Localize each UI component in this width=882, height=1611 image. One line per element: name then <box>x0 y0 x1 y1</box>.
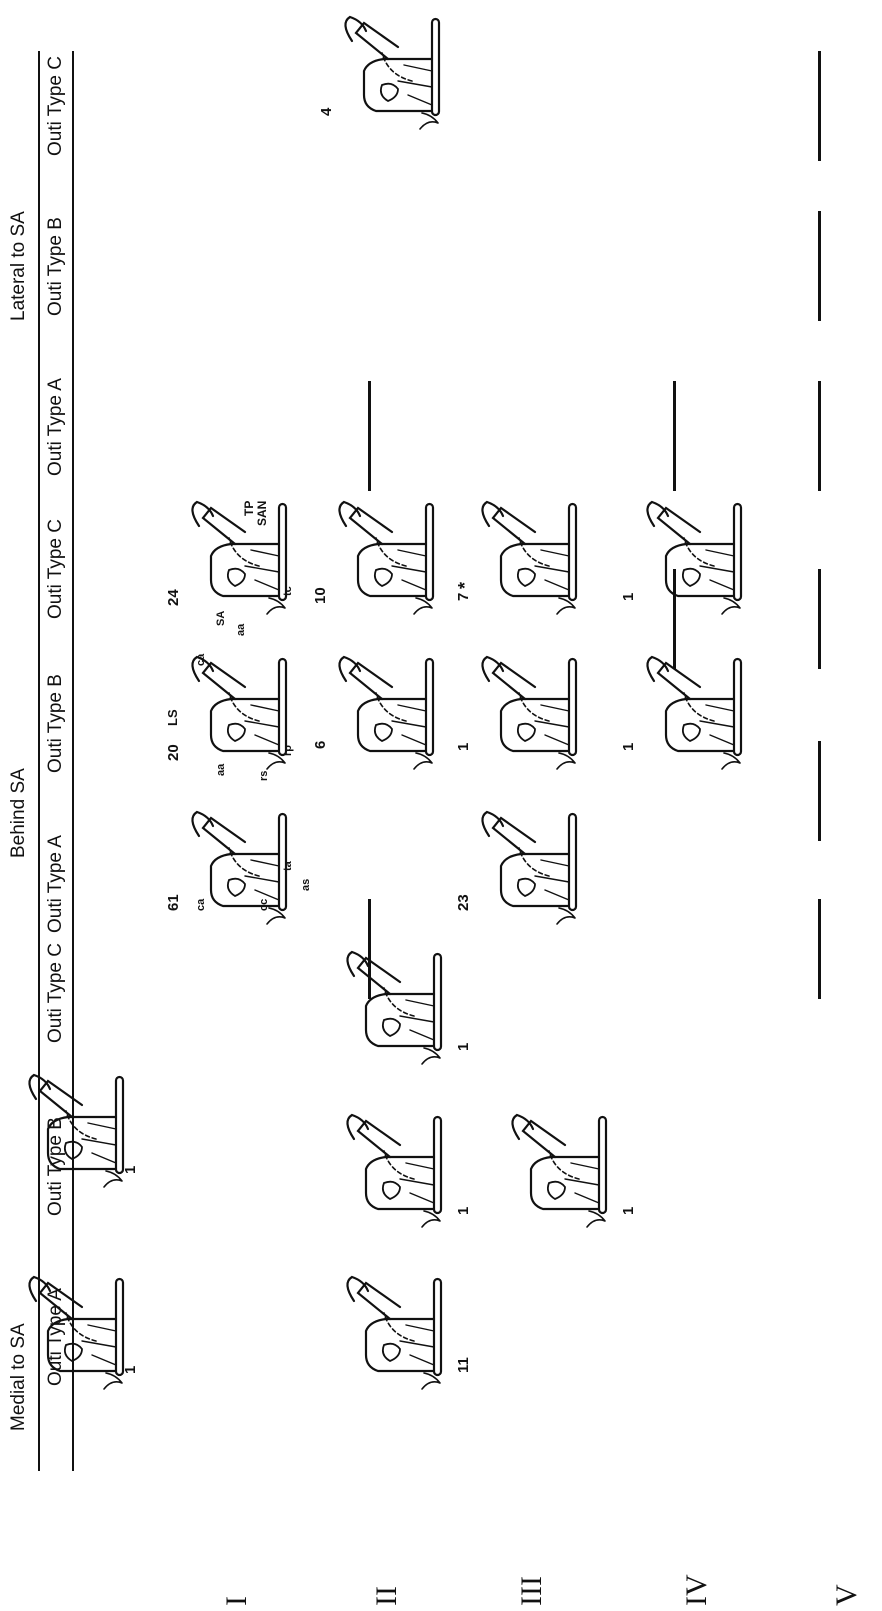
anatomy-sketch <box>322 653 450 781</box>
type-header-behind-a: Outi Type A <box>45 835 67 933</box>
empty-cell-dash <box>818 741 821 841</box>
type-header-lateral-c: Outi Type C <box>45 56 67 156</box>
empty-cell-dash <box>673 381 676 491</box>
group-rule-medial <box>38 51 40 1471</box>
anatomy-sketch <box>630 498 758 626</box>
anatomy-sketch <box>328 13 456 141</box>
anatomy-sketch <box>175 808 303 936</box>
type-header-medial-c: Outi Type C <box>45 943 67 1043</box>
anatomy-sketch <box>330 1111 458 1239</box>
row-label-I: I <box>220 1596 254 1606</box>
row-label-IV: IV <box>680 1574 714 1606</box>
type-header-behind-c: Outi Type C <box>45 519 67 619</box>
anatomy-sketch <box>12 1071 140 1199</box>
anatomy-sketch <box>465 653 593 781</box>
type-header-behind-b: Outi Type B <box>45 674 67 773</box>
anatomy-sketch <box>322 498 450 626</box>
anatomy-sketch <box>465 808 593 936</box>
anatomy-sketch <box>330 1273 458 1401</box>
type-header-lateral-a: Outi Type A <box>45 378 67 476</box>
empty-cell-dash <box>818 899 821 999</box>
anatomy-sketch <box>630 653 758 781</box>
empty-cell-dash <box>818 569 821 669</box>
empty-cell-dash <box>818 211 821 321</box>
type-rule <box>72 51 74 1471</box>
type-header-lateral-b: Outi Type B <box>45 217 67 316</box>
anatomy-sketch <box>175 498 303 626</box>
row-label-V: V <box>830 1584 864 1606</box>
anatomy-sketch <box>465 498 593 626</box>
group-header-behind: Behind SA <box>8 768 30 858</box>
empty-cell-dash <box>818 381 821 491</box>
row-label-III: III <box>515 1576 549 1606</box>
empty-cell-dash <box>818 51 821 161</box>
row-label-II: II <box>370 1586 404 1606</box>
group-header-lateral: Lateral to SA <box>8 211 30 321</box>
anatomy-sketch <box>330 948 458 1076</box>
anatomy-sketch <box>495 1111 623 1239</box>
anatomy-sketch <box>175 653 303 781</box>
anatomy-sketch <box>12 1273 140 1401</box>
empty-cell-dash <box>368 381 371 491</box>
